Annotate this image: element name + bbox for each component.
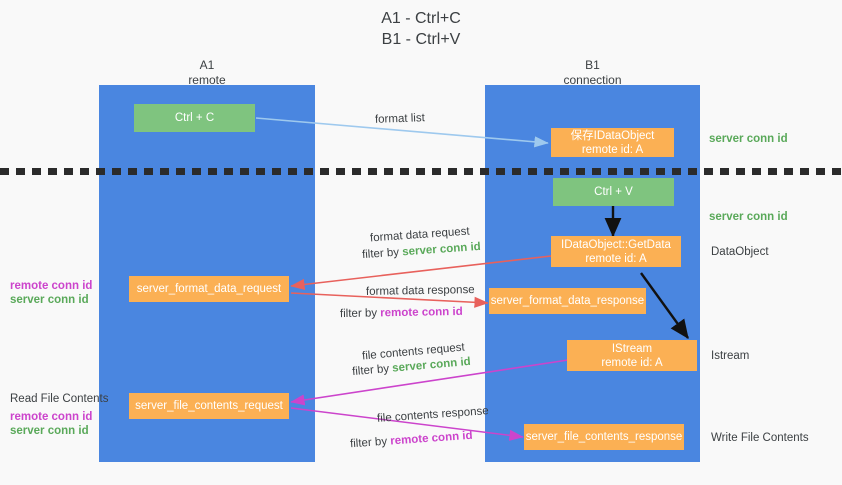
right-label-write-file-contents: Write File Contents [711, 432, 809, 444]
node-server-format-data-response-label: server_format_data_response [490, 295, 645, 307]
flow-label-file-contents-response: file contents response [376, 405, 490, 425]
flow-label-format-data-response-filter: filter by remote conn id [340, 305, 463, 322]
node-server-file-contents-request-label: server_file_contents_request [135, 400, 283, 412]
title-line-2: B1 - Ctrl+V [381, 31, 461, 48]
node-server-format-data-request-label: server_format_data_request [136, 283, 282, 295]
node-idataobject-label: 保存IDataObject [570, 129, 655, 142]
flow-label-format-data-request-filter-prefix: filter by [361, 246, 403, 262]
left-label-server-conn-id-1: server conn id [10, 294, 89, 306]
node-server-file-contents-response-label: server_file_contents_response [525, 431, 683, 443]
right-label-server-conn-id-2: server conn id [709, 211, 788, 223]
node-istream-label: IStream [611, 342, 653, 355]
column-a1-sub: remote [188, 73, 226, 87]
flow-label-file-contents-request-filter-prefix: filter by [351, 362, 393, 379]
node-getdata[interactable]: IDataObject::GetData remote id: A [551, 236, 681, 267]
column-b1-name: B1 [585, 58, 600, 72]
left-label-remote-conn-id-1: remote conn id [10, 280, 93, 292]
flow-label-format-data-response: format data response [365, 284, 475, 298]
column-header-b1: B1 connection [485, 58, 700, 88]
flow-label-file-contents-response-filter-value: remote conn id [389, 429, 473, 448]
node-ctrl-v[interactable]: Ctrl + V [553, 178, 674, 206]
flow-label-format-data-response-filter-prefix: filter by [339, 307, 381, 321]
node-ctrl-c[interactable]: Ctrl + C [134, 104, 255, 132]
node-ctrl-c-label: Ctrl + C [174, 112, 215, 124]
node-idataobject-sub: remote id: A [581, 143, 644, 156]
right-label-dataobject: DataObject [711, 246, 769, 258]
node-server-file-contents-request[interactable]: server_file_contents_request [129, 393, 289, 419]
flow-label-format-data-request-filter-value: server conn id [401, 240, 482, 259]
node-istream[interactable]: IStream remote id: A [567, 340, 697, 371]
node-server-file-contents-response[interactable]: server_file_contents_response [524, 424, 684, 450]
node-getdata-sub: remote id: A [585, 252, 647, 265]
diagram-title: A1 - Ctrl+C B1 - Ctrl+V [0, 8, 842, 50]
node-ctrl-v-label: Ctrl + V [594, 186, 633, 198]
column-b1-sub: connection [563, 73, 622, 87]
node-server-format-data-response[interactable]: server_format_data_response [489, 288, 646, 314]
title-line-1: A1 - Ctrl+C [381, 10, 461, 27]
node-getdata-label: IDataObject::GetData [561, 238, 671, 251]
right-label-istream: Istream [711, 350, 750, 362]
left-label-remote-conn-id-2: remote conn id [10, 411, 93, 423]
column-header-a1: A1 remote [99, 58, 315, 88]
flow-label-format-data-response-filter-value: remote conn id [380, 305, 463, 320]
flow-label-file-contents-response-filter-prefix: filter by [349, 435, 391, 451]
left-label-server-conn-id-2: server conn id [10, 425, 89, 437]
column-a1-name: A1 [199, 58, 215, 72]
node-server-format-data-request[interactable]: server_format_data_request [129, 276, 289, 302]
node-idataobject[interactable]: 保存IDataObject remote id: A [551, 128, 674, 157]
phase-divider-dashed-line [0, 168, 842, 175]
left-label-read-file-contents: Read File Contents [10, 393, 109, 405]
flow-label-format-list: format list [374, 112, 426, 126]
flow-label-file-contents-response-filter: filter by remote conn id [350, 429, 473, 453]
node-istream-sub: remote id: A [601, 356, 663, 369]
right-label-server-conn-id-1: server conn id [709, 133, 788, 145]
